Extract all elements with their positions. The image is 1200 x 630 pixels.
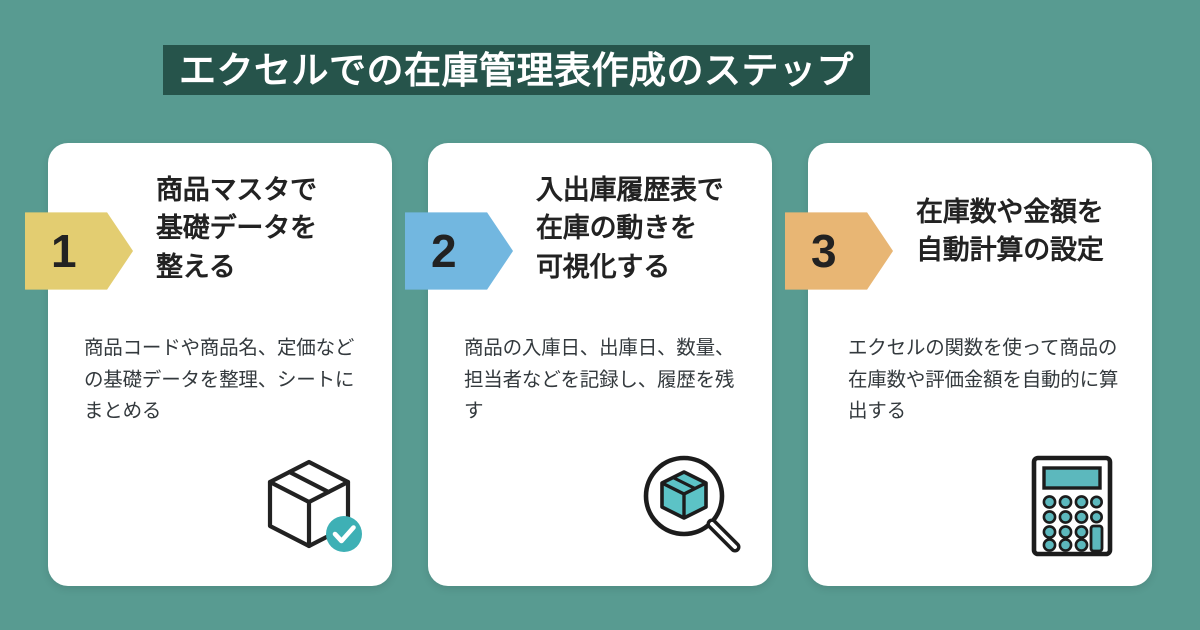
step-number-badge-1: 1 [25, 212, 133, 290]
step-heading-1: 商品マスタで 基礎データを 整える [156, 171, 384, 286]
step-heading-line: 基礎データを [156, 213, 317, 244]
step-heading-line: 商品マスタで [156, 175, 317, 205]
step-body-2: 商品の入庫日、出庫日、数量、担当者などを記録し、履歴を残す [464, 337, 735, 423]
step-heading-line: 可視化する [536, 251, 670, 282]
step-heading-2: 入出庫履歴表で 在庫の動きを 可視化する [536, 171, 764, 286]
page-title: エクセルでの在庫管理表作成のステップ [179, 49, 854, 91]
step-heading-line: 自動計算の設定 [916, 235, 1104, 266]
box-magnifier-icon [632, 446, 752, 566]
step-heading-line: 在庫の動きを [536, 213, 697, 244]
step-number-2: 2 [431, 225, 457, 277]
step-heading-line: 入出庫履歴表で [536, 175, 724, 205]
step-number-badge-3: 3 [785, 212, 893, 290]
step-card-1: 1 商品マスタで 基礎データを 整える 商品コードや商品名、定価などの基礎データ… [25, 143, 392, 586]
steps-container: 1 商品マスタで 基礎データを 整える 商品コードや商品名、定価などの基礎データ… [0, 143, 1200, 588]
step-number-1: 1 [51, 225, 77, 277]
step-heading-3: 在庫数や金額を 自動計算の設定 [916, 193, 1144, 270]
step-body-3: エクセルの関数を使って商品の在庫数や評価金額を自動的に算出する [848, 337, 1119, 423]
step-body-1: 商品コードや商品名、定価などの基礎データを整理、シートにまとめる [84, 337, 355, 423]
step-heading-line: 在庫数や金額を [916, 197, 1104, 227]
step-heading-line: 整える [156, 251, 236, 282]
step-number-3: 3 [811, 225, 837, 277]
step-card-2: 2 入出庫履歴表で 在庫の動きを 可視化する 商品の入庫日、出庫日、数量、担当者… [405, 143, 772, 586]
step-card-3: 3 在庫数や金額を 自動計算の設定 エクセルの関数を使って商品の在庫数や評価金額… [785, 143, 1152, 586]
step-number-badge-2: 2 [405, 212, 513, 290]
calculator-icon [1012, 446, 1132, 566]
box-check-icon [252, 446, 372, 566]
title-banner: エクセルでの在庫管理表作成のステップ [163, 45, 870, 95]
